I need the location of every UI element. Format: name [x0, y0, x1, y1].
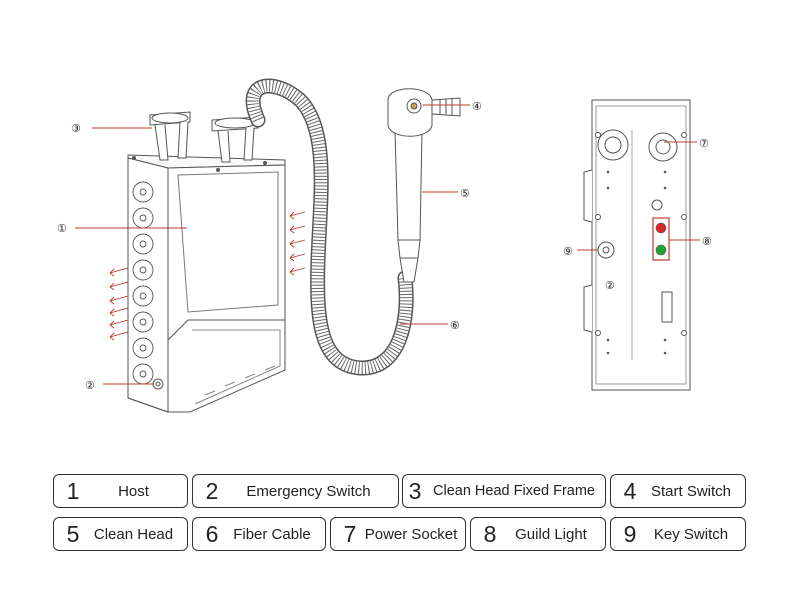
clean-head [387, 88, 461, 283]
legend-label: Clean Head [93, 525, 174, 543]
green-indicator-light [655, 244, 667, 256]
legend-number: 6 [205, 520, 219, 547]
legend-label: Start Switch [650, 482, 732, 500]
legend-item-key-switch: 9 Key Switch [610, 517, 746, 551]
legend-number: 3 [408, 477, 422, 504]
callout-5: ⑤ [460, 188, 470, 200]
emergency-switch [152, 378, 164, 390]
callout-3: ③ [71, 123, 81, 135]
legend-number: 2 [205, 477, 219, 504]
machine-diagram: ③ ① ② ④ ⑤ ⑥ ⑦ ⑧ ⑨ ② [57, 78, 712, 413]
airflow-out-arrows [109, 267, 129, 341]
callout-6: ⑥ [450, 320, 460, 332]
red-indicator-light [655, 222, 667, 234]
fiber-cable [245, 78, 414, 376]
side-panel-view [583, 99, 691, 391]
legend-item-start-switch: 4 Start Switch [610, 474, 746, 508]
legend-number: 8 [483, 520, 497, 547]
callout-2-side: ② [605, 280, 615, 292]
legend-item-power-socket: 7 Power Socket [330, 517, 466, 551]
callout-1: ① [57, 223, 67, 235]
legend-label: Power Socket [364, 525, 458, 543]
legend-number: 5 [66, 520, 80, 547]
legend-number: 4 [623, 477, 637, 504]
legend-item-fiber-cable: 6 Fiber Cable [192, 517, 326, 551]
callout-8: ⑧ [702, 236, 712, 248]
callout-2: ② [85, 380, 95, 392]
legend-label: Clean Head Fixed Frame [433, 483, 595, 499]
host-unit [127, 154, 286, 413]
legend-label: Emergency Switch [246, 482, 371, 500]
callout-7: ⑦ [699, 138, 709, 150]
legend-item-clean-head: 5 Clean Head [53, 517, 188, 551]
legend-item-clean-head-fixed-frame: 3 Clean Head Fixed Frame [402, 474, 606, 508]
legend-item-emergency-switch: 2 Emergency Switch [192, 474, 399, 508]
legend-label: Guild Light [515, 525, 587, 543]
guide-light-panel [652, 217, 670, 261]
legend-label: Key Switch [653, 525, 729, 543]
legend-number: 1 [66, 477, 80, 504]
legend-item-guild-light: 8 Guild Light [470, 517, 606, 551]
callout-numbers: ③ ① ② ④ ⑤ ⑥ ⑦ ⑧ ⑨ ② [57, 101, 712, 392]
legend-number: 9 [623, 520, 637, 547]
cooling-fans [132, 181, 154, 385]
callout-4: ④ [472, 101, 482, 113]
clean-head-fixed-frame [149, 111, 259, 163]
legend-item-host: 1 Host [53, 474, 188, 508]
legend-label: Host [118, 482, 149, 500]
leader-lines [75, 104, 700, 385]
legend-label: Fiber Cable [233, 525, 311, 543]
airflow-in-arrows [289, 211, 306, 276]
legend-number: 7 [343, 520, 357, 547]
callout-9: ⑨ [563, 246, 573, 258]
